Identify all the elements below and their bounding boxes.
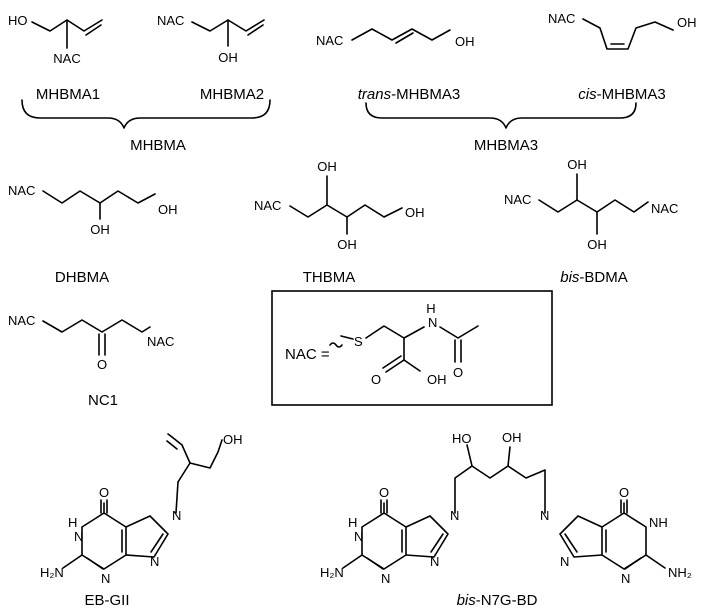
structure-bis-bdma: NAC OH OH NAC xyxy=(504,157,678,252)
atom-label: OH xyxy=(317,159,337,174)
atom-label: OH xyxy=(218,50,238,65)
atom-label: OH xyxy=(455,34,475,49)
atom-label: NAC xyxy=(157,13,184,28)
structure-cis-mhbma3: NAC OH xyxy=(548,11,697,50)
atom-label: N xyxy=(381,571,390,586)
atom-label: N xyxy=(354,529,363,544)
atom-label: N xyxy=(540,508,549,523)
compound-name-bis-n7g-bd: bis-N7G-BD xyxy=(457,592,538,609)
compound-name-mhbma1: MHBMA1 xyxy=(36,86,100,103)
atom-label: N xyxy=(150,554,159,569)
nac-definition-box: NAC = S N H O O OH xyxy=(271,290,553,406)
compound-name-nc1: NC1 xyxy=(88,392,118,409)
atom-label: NAC xyxy=(651,201,678,216)
atom-label: O xyxy=(453,365,463,380)
structure-mhbma2: NAC OH xyxy=(157,13,265,65)
atom-label: H xyxy=(68,515,77,530)
structure-thbma: NAC OH OH OH xyxy=(254,159,425,252)
atom-label: N xyxy=(430,554,439,569)
compound-name-bis-bdma: bis-BDMA xyxy=(560,269,628,286)
atom-label: S xyxy=(354,334,363,349)
brace-mhbma xyxy=(21,99,271,129)
compound-name-cis-mhbma3: cis-MHBMA3 xyxy=(578,86,666,103)
atom-label: N xyxy=(428,315,437,330)
atom-label: OH xyxy=(567,157,587,172)
atom-label: N xyxy=(450,508,459,523)
atom-label: OH xyxy=(677,15,697,30)
atom-label: NAC xyxy=(254,198,281,213)
atom-label: OH xyxy=(223,432,243,447)
atom-label: OH xyxy=(502,430,522,445)
atom-label: NAC xyxy=(8,313,35,328)
atom-label: OH xyxy=(90,222,110,237)
compound-name-dhbma: DHBMA xyxy=(55,269,109,286)
atom-label: NAC xyxy=(147,334,174,349)
atom-label: NAC xyxy=(53,51,80,66)
atom-label: O xyxy=(619,485,629,500)
structure-mhbma1: HO NAC xyxy=(8,13,103,66)
structure-dhbma: NAC OH OH xyxy=(8,183,178,237)
atom-label: HO xyxy=(452,431,472,446)
atom-label: OH xyxy=(337,237,357,252)
atom-label: O xyxy=(371,372,381,387)
group-name-mhbma: MHBMA xyxy=(130,137,186,154)
atom-label: H xyxy=(348,515,357,530)
atom-label: N xyxy=(74,529,83,544)
atom-label: H₂N xyxy=(40,565,64,580)
atom-label: H₂N xyxy=(320,565,344,580)
atom-label: O xyxy=(97,357,107,372)
compound-name-trans-mhbma3: trans-MHBMA3 xyxy=(358,86,461,103)
structure-eb-gii: OH O H₂N H N N N N xyxy=(40,432,243,586)
atom-label: NAC xyxy=(316,33,343,48)
atom-label: OH xyxy=(587,237,607,252)
group-name-mhbma3: MHBMA3 xyxy=(474,137,538,154)
atom-label: HO xyxy=(8,13,28,28)
atom-label: NAC xyxy=(548,11,575,26)
atom-label: O xyxy=(379,485,389,500)
atom-label: N xyxy=(621,571,630,586)
atom-label: H xyxy=(426,301,435,316)
atom-label: NAC xyxy=(8,183,35,198)
atom-label: OH xyxy=(427,372,447,387)
atom-label: N xyxy=(560,554,569,569)
atom-label: NAC xyxy=(504,192,531,207)
atom-label: OH xyxy=(405,205,425,220)
compound-name-thbma: THBMA xyxy=(303,269,356,286)
structure-bis-n7g-bd: HO OH O H₂N H N N N N O NH₂ NH N N N xyxy=(320,430,692,586)
compound-name-mhbma2: MHBMA2 xyxy=(200,86,264,103)
atom-label: NH₂ xyxy=(668,565,692,580)
nac-equals-label: NAC = xyxy=(285,346,330,363)
atom-label: NH xyxy=(649,515,668,530)
structure-nc1: NAC O NAC xyxy=(8,313,174,372)
atom-label: N xyxy=(101,571,110,586)
compound-name-eb-gii: EB-GII xyxy=(84,592,129,609)
atom-label: O xyxy=(99,485,109,500)
brace-mhbma3 xyxy=(365,102,637,129)
atom-label: OH xyxy=(158,202,178,217)
structure-trans-mhbma3: NAC OH xyxy=(316,28,475,49)
atom-label: N xyxy=(172,508,181,523)
